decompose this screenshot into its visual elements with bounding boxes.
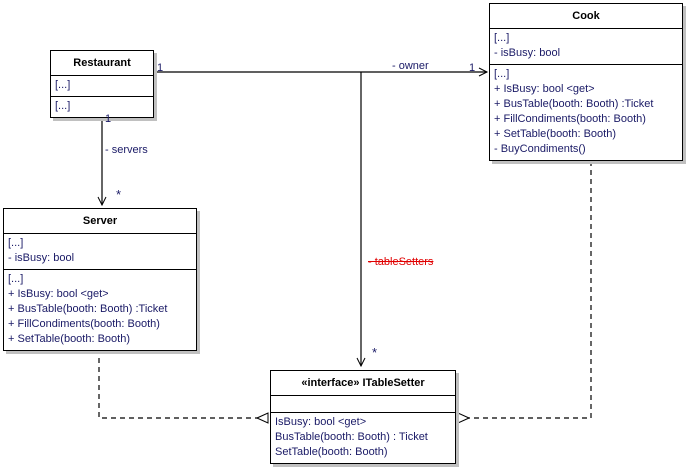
class-operations-restaurant: [...] bbox=[51, 97, 153, 117]
class-operations-server: [...] + IsBusy: bool <get> + BusTable(bo… bbox=[4, 270, 196, 350]
multiplicity-restaurant-servers-source: 1 bbox=[105, 113, 112, 125]
stereotype-label: «interface» bbox=[301, 377, 360, 389]
class-title-itablesetter: «interface» ITableSetter bbox=[271, 371, 455, 396]
attribute-line: [...] bbox=[8, 237, 24, 249]
class-operations-itablesetter: IsBusy: bool <get> BusTable(booth: Booth… bbox=[271, 413, 455, 463]
class-box-server[interactable]: Server [...] - isBusy: bool [...] + IsBu… bbox=[3, 208, 197, 351]
attribute-line: - isBusy: bool bbox=[8, 252, 75, 264]
operation-line: BusTable(booth: Booth) : Ticket bbox=[275, 431, 428, 443]
attribute-line: - isBusy: bool bbox=[494, 47, 561, 59]
class-attributes-restaurant: [...] bbox=[51, 76, 153, 97]
multiplicity-cook-target: 1 bbox=[469, 62, 476, 74]
class-box-cook[interactable]: Cook [...] - isBusy: bool [...] + IsBusy… bbox=[489, 3, 683, 161]
attribute-line: [...] bbox=[494, 32, 510, 44]
operation-line: + SetTable(booth: Booth) bbox=[494, 128, 616, 140]
role-label-owner: - owner bbox=[392, 60, 429, 72]
edge-cook-realizes-itablesetter bbox=[458, 161, 592, 418]
operation-line: [...] bbox=[8, 273, 24, 285]
class-attributes-server: [...] - isBusy: bool bbox=[4, 234, 196, 270]
class-attributes-cook: [...] - isBusy: bool bbox=[490, 29, 682, 65]
class-operations-cook: [...] + IsBusy: bool <get> + BusTable(bo… bbox=[490, 65, 682, 160]
operation-line: - BuyCondiments() bbox=[494, 143, 586, 155]
operation-line: + SetTable(booth: Booth) bbox=[8, 333, 130, 345]
class-title-restaurant: Restaurant bbox=[51, 51, 153, 76]
multiplicity-itablesetter-target: * bbox=[372, 345, 378, 360]
multiplicity-restaurant-owner-source: 1 bbox=[157, 62, 164, 74]
multiplicity-server-target: * bbox=[116, 187, 122, 202]
operation-line: + IsBusy: bool <get> bbox=[494, 83, 595, 95]
operation-line: + BusTable(booth: Booth) :Ticket bbox=[494, 98, 654, 110]
operation-line: + FillCondiments(booth: Booth) bbox=[494, 113, 646, 125]
operation-line: IsBusy: bool <get> bbox=[275, 416, 367, 428]
operation-line: + IsBusy: bool <get> bbox=[8, 288, 109, 300]
interface-name-label: ITableSetter bbox=[362, 377, 425, 389]
role-label-tablesetters-deleted: - tableSetters bbox=[368, 256, 434, 268]
edge-server-realizes-itablesetter bbox=[98, 358, 268, 418]
class-attributes-itablesetter bbox=[271, 396, 455, 413]
class-title-server: Server bbox=[4, 209, 196, 234]
class-box-restaurant[interactable]: Restaurant [...] [...] bbox=[50, 50, 154, 118]
operation-line: + BusTable(booth: Booth) :Ticket bbox=[8, 303, 168, 315]
attribute-line: [...] bbox=[55, 79, 71, 91]
class-box-itablesetter[interactable]: «interface» ITableSetter IsBusy: bool <g… bbox=[270, 370, 456, 464]
operation-line: [...] bbox=[55, 100, 71, 112]
operation-line: SetTable(booth: Booth) bbox=[275, 446, 388, 458]
role-label-servers: - servers bbox=[105, 144, 148, 156]
class-title-cook: Cook bbox=[490, 4, 682, 29]
operation-line: + FillCondiments(booth: Booth) bbox=[8, 318, 160, 330]
operation-line: [...] bbox=[494, 68, 510, 80]
